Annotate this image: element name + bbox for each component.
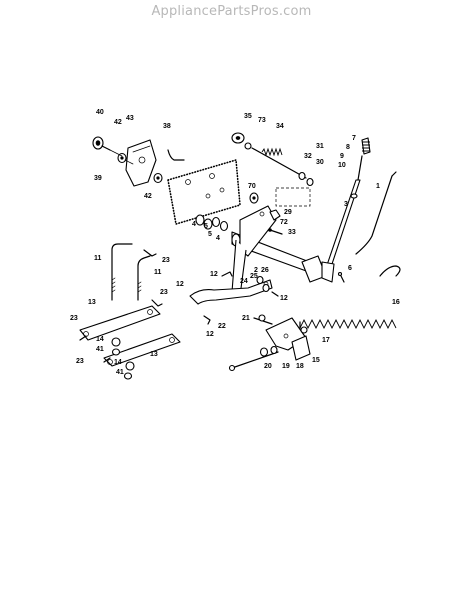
callout-12d: 12	[280, 295, 288, 302]
callout-70: 70	[248, 183, 256, 190]
nuts-30-31-32	[298, 171, 314, 187]
lift-shaft-2[interactable]	[231, 205, 327, 297]
clip-23b	[151, 299, 163, 307]
callout-19: 19	[282, 363, 290, 370]
pin-38	[167, 149, 185, 161]
callout-42b: 42	[144, 193, 152, 200]
bolt-21	[253, 314, 273, 325]
callout-22: 22	[218, 323, 226, 330]
callout-6: 6	[348, 265, 352, 272]
callout-38: 38	[163, 123, 171, 130]
u-bolt-11a[interactable]	[111, 243, 133, 301]
washer-42b	[153, 172, 163, 184]
callout-32: 32	[304, 153, 312, 160]
callout-7: 7	[352, 135, 356, 142]
knob-35[interactable]	[231, 132, 245, 144]
callout-23c: 23	[70, 315, 78, 322]
bracket-15[interactable]	[265, 317, 311, 361]
bolt-20[interactable]	[228, 351, 279, 372]
nuts-25-26	[256, 275, 270, 293]
callout-23d: 23	[76, 358, 84, 365]
callout-20: 20	[264, 363, 272, 370]
callout-23a: 23	[162, 257, 170, 264]
watermark: AppliancePartsPros.com	[151, 4, 312, 19]
callout-15: 15	[312, 357, 320, 364]
washer-42a	[117, 152, 127, 164]
arm-13a[interactable]	[79, 305, 161, 341]
callout-9: 9	[340, 153, 344, 160]
callout-4a: 4	[192, 221, 196, 228]
callout-12c: 12	[206, 331, 214, 338]
handle-7[interactable]	[361, 137, 371, 155]
washers-18-19	[259, 345, 278, 357]
frame-plate	[167, 158, 241, 226]
washers-14-41	[111, 337, 135, 380]
callout-labels: 40 42 43 38 39 42 35 73 34 31 32 30 7 8 …	[70, 109, 400, 376]
callout-11b: 11	[154, 269, 162, 276]
clip-12c	[271, 291, 279, 297]
pin-23c	[79, 335, 87, 341]
bracket-43[interactable]	[125, 139, 157, 187]
knob-40[interactable]	[92, 136, 111, 151]
callout-14a: 14	[96, 336, 104, 343]
callout-33: 33	[288, 229, 296, 236]
callout-10: 10	[338, 162, 346, 169]
threaded-rod-34[interactable]	[251, 147, 307, 179]
callout-25: 25	[250, 273, 258, 280]
callout-12b: 12	[176, 281, 184, 288]
callout-16: 16	[392, 299, 400, 306]
callout-4b: 4	[216, 235, 220, 242]
callout-40: 40	[96, 109, 104, 116]
washer-70	[249, 192, 259, 204]
callout-35: 35	[244, 113, 252, 120]
callout-14b: 14	[114, 359, 122, 366]
cotter-6	[337, 271, 345, 283]
washers-4-5	[195, 214, 229, 232]
callout-42a: 42	[114, 119, 122, 126]
callout-5a: 5	[204, 223, 208, 230]
callout-18: 18	[296, 363, 304, 370]
callout-26: 26	[261, 267, 269, 274]
nut-29	[269, 209, 281, 221]
callout-13a: 13	[88, 299, 96, 306]
callout-1: 1	[376, 183, 380, 190]
callout-41b: 41	[116, 369, 124, 376]
callout-29: 29	[284, 209, 292, 216]
callout-2: 2	[254, 267, 258, 274]
callout-34: 34	[276, 123, 284, 130]
callout-13b: 13	[150, 351, 158, 358]
callout-73: 73	[258, 117, 266, 124]
clip-12a	[221, 271, 233, 277]
callout-39: 39	[94, 175, 102, 182]
callout-23b: 23	[160, 289, 168, 296]
callout-12a: 12	[210, 271, 218, 278]
callout-17: 17	[322, 337, 330, 344]
callout-72: 72	[280, 219, 288, 226]
callout-8: 8	[346, 144, 350, 151]
callout-43: 43	[126, 115, 134, 122]
callout-24: 24	[240, 278, 248, 285]
callout-30: 30	[316, 159, 324, 166]
nut-17	[300, 326, 308, 334]
lift-lever-3[interactable]	[321, 155, 363, 283]
u-bolt-11b[interactable]	[137, 255, 151, 301]
callout-3: 3	[344, 201, 348, 208]
clip-23a	[143, 249, 157, 257]
callout-21: 21	[242, 315, 250, 322]
pin-23d	[103, 357, 111, 363]
callout-5b: 5	[208, 231, 212, 238]
bolt-33	[268, 228, 283, 235]
rod-1[interactable]	[355, 171, 397, 255]
arm-13b[interactable]	[103, 333, 181, 367]
callout-11a: 11	[94, 255, 102, 262]
clip-12b	[203, 315, 211, 325]
nut-73	[244, 142, 252, 150]
callout-31: 31	[316, 143, 324, 150]
callout-41a: 41	[96, 346, 104, 353]
